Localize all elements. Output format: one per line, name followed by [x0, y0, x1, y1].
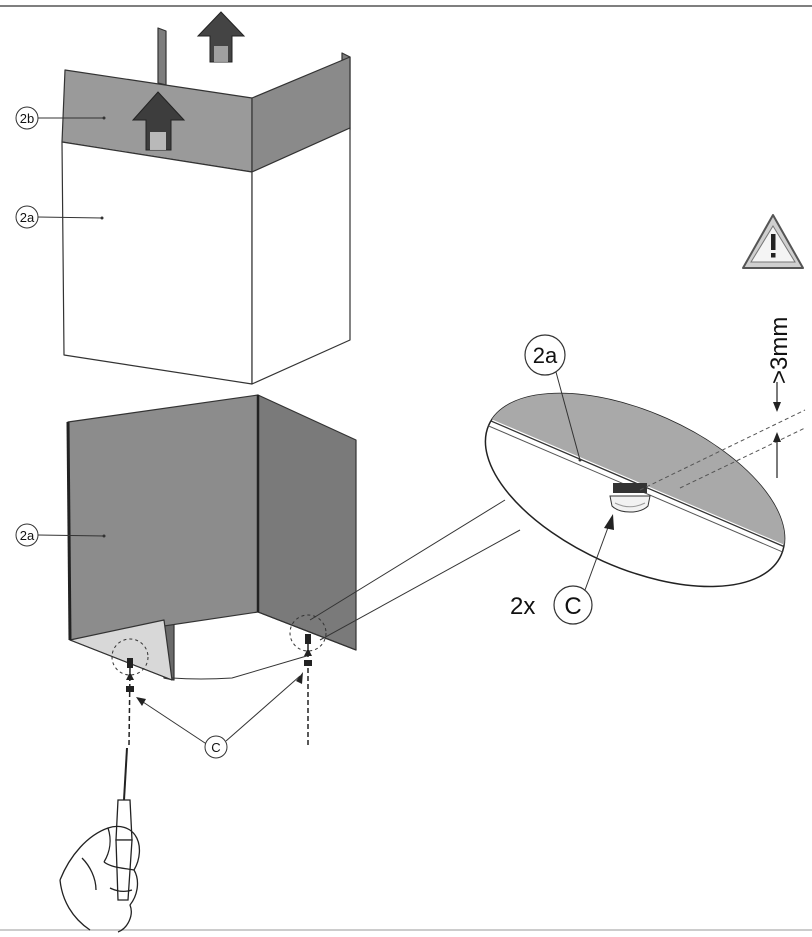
chimney-2a-lower-front-left: [67, 394, 259, 641]
up-arrow-icon: [196, 11, 246, 63]
callout-2b: 2b: [15, 106, 106, 130]
up-arrow-icon: [131, 91, 186, 151]
screw-zone-left: [111, 638, 149, 676]
label-c: C: [211, 740, 220, 755]
callout-2x-c: 2x C: [510, 514, 614, 625]
chimney-2a-upper-front-left: [61, 141, 253, 385]
callout-2a-lower: 2a: [15, 523, 106, 547]
chimney-2a-lower-front-right: [257, 394, 357, 651]
screw-right: [304, 634, 312, 745]
callout-c: C: [136, 672, 303, 759]
chimney-2a-upper-front-right: [251, 127, 351, 385]
label-2a-upper: 2a: [20, 210, 35, 225]
upper-chimney: [61, 27, 351, 385]
label-clearance: >3mm: [766, 317, 793, 384]
label-2b: 2b: [20, 111, 34, 126]
chimney-2b-back-left: [157, 27, 167, 86]
label-detail-screw: C: [564, 593, 581, 620]
screw-left: [126, 658, 134, 746]
screw-zone-right: [289, 614, 327, 652]
callout-2a-detail: 2a: [524, 334, 582, 462]
label-detail-count: 2x: [510, 593, 535, 620]
label-2a-detail: 2a: [533, 343, 558, 368]
clearance-dimension: >3mm: [766, 317, 793, 478]
callout-2a-upper: 2a: [15, 205, 104, 229]
screwdriver-icon: [115, 747, 133, 901]
hand-illustration: [59, 825, 141, 933]
chimney-lower-seam-left: [66, 421, 72, 641]
warning-triangle-icon: [742, 214, 804, 269]
detail-screw: [609, 483, 651, 513]
lower-chimney: [66, 394, 357, 681]
label-2a-lower: 2a: [20, 528, 35, 543]
